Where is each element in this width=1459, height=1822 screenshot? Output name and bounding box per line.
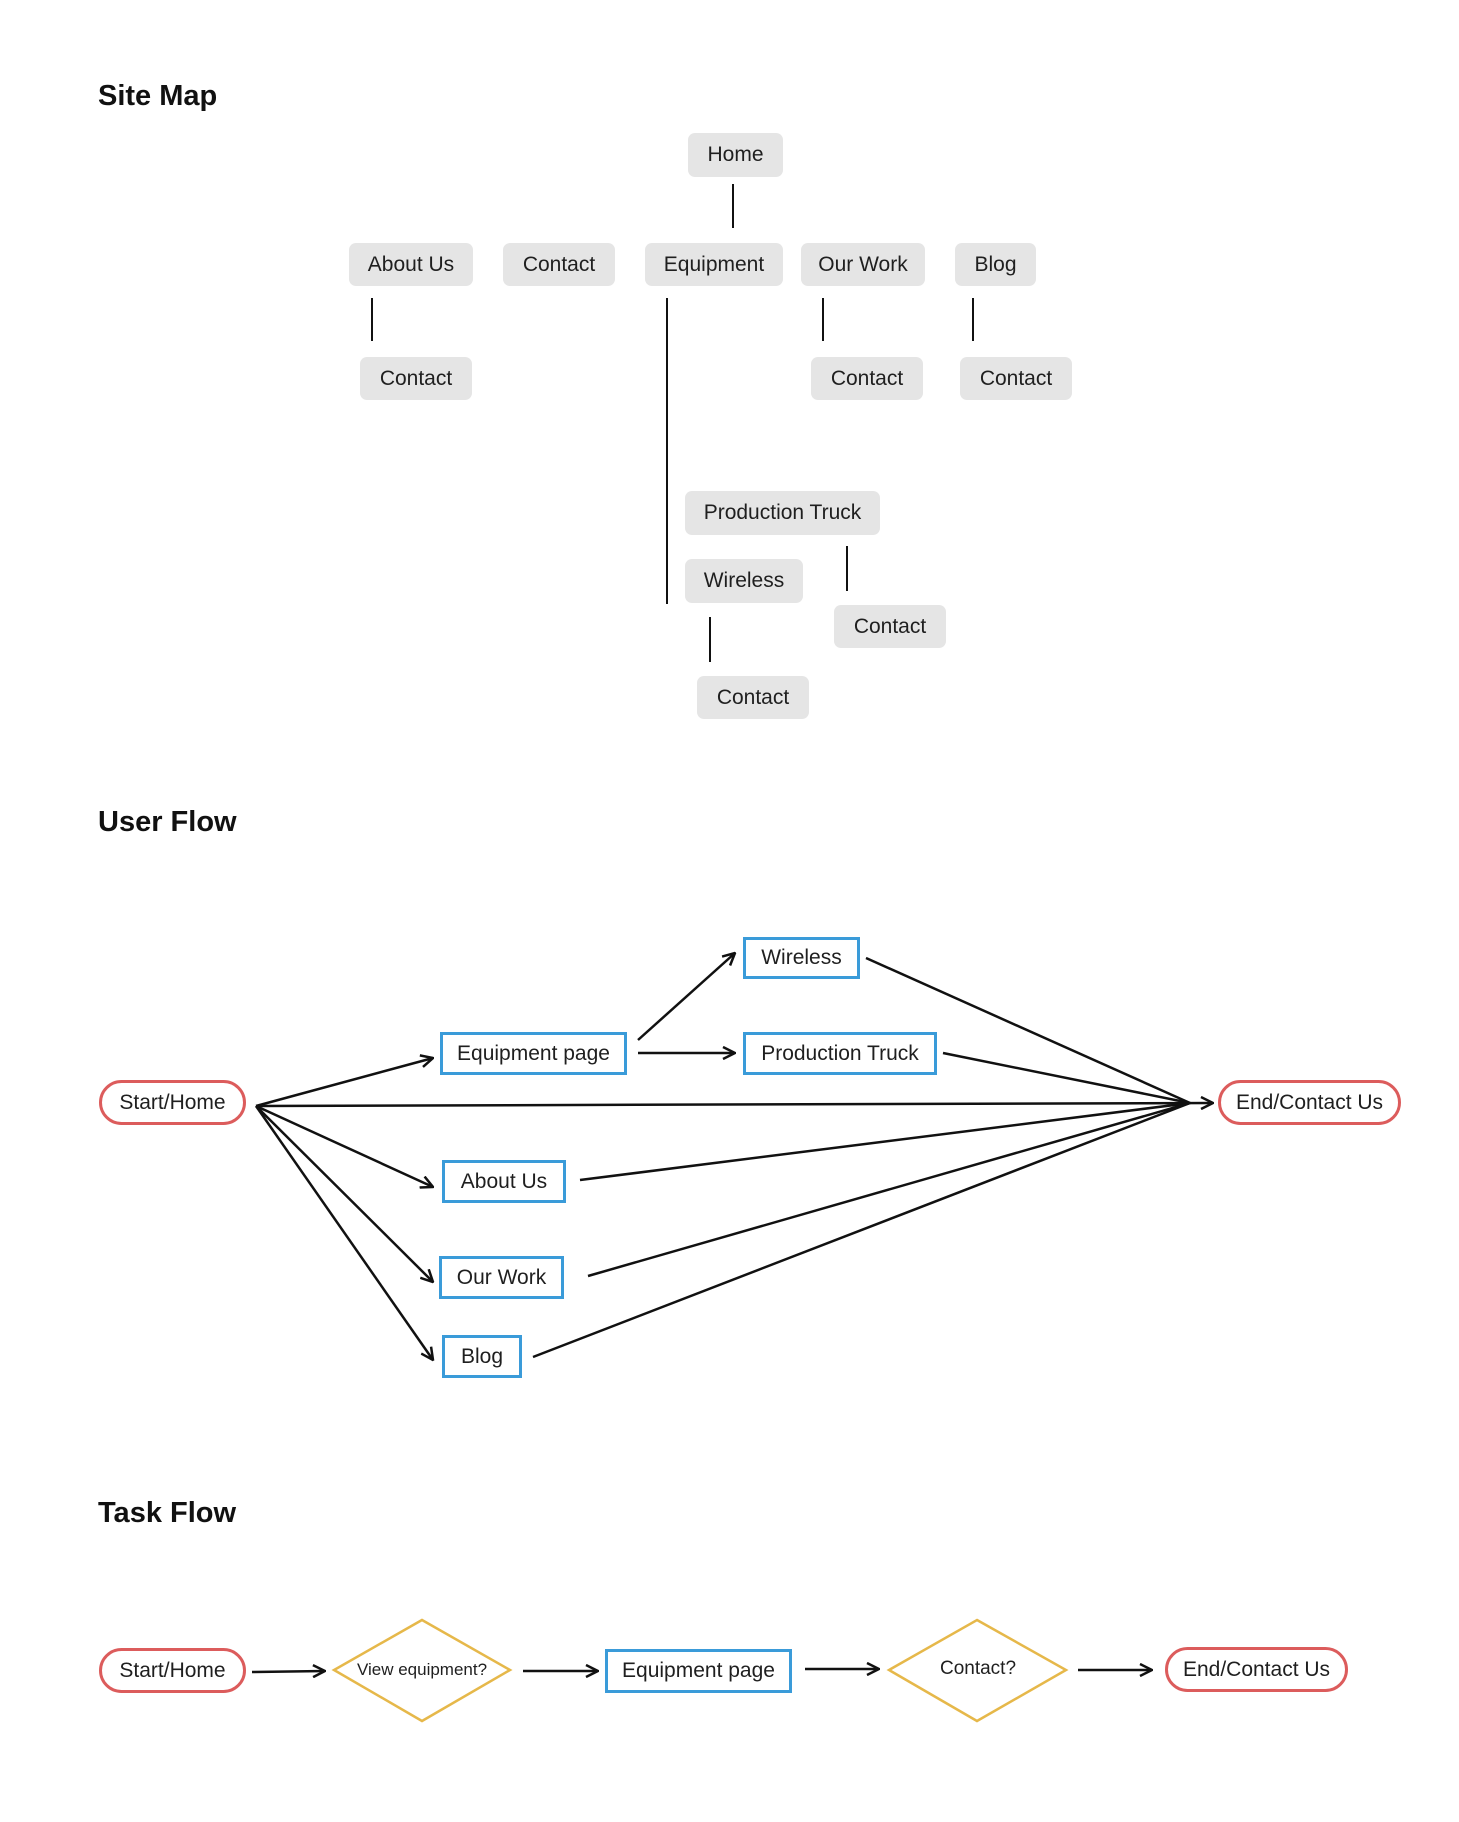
userflow-about-us: About Us <box>442 1160 566 1203</box>
taskflow-start: Start/Home <box>99 1648 246 1693</box>
sitemap-node-contact: Contact <box>503 243 615 286</box>
taskflow-title: Task Flow <box>98 1497 237 1529</box>
sitemap-node-truck-contact: Contact <box>834 605 946 648</box>
arrow-start-to-equipment <box>255 1058 433 1108</box>
userflow-our-work: Our Work <box>439 1256 564 1299</box>
arrow-start-to-about <box>255 1104 433 1187</box>
sitemap-node-our-work: Our Work <box>801 243 925 286</box>
userflow-end: End/Contact Us <box>1218 1080 1401 1125</box>
taskflow-equipment-page: Equipment page <box>605 1649 792 1693</box>
arrow-equipment-to-wireless <box>637 953 735 1041</box>
line-blog-to-end <box>532 1101 1191 1359</box>
line-about-to-end <box>579 1101 1191 1182</box>
contact-decision-diamond <box>886 1618 1069 1723</box>
line-wireless-to-end <box>865 956 1191 1105</box>
sitemap-node-production-truck: Production Truck <box>685 491 880 535</box>
sitemap-node-wireless-contact: Contact <box>697 676 809 719</box>
view-equipment-diamond <box>331 1618 513 1723</box>
line-truck-to-end <box>942 1051 1191 1105</box>
sitemap-title: Site Map <box>98 80 218 112</box>
sitemap-node-wireless: Wireless <box>685 559 803 603</box>
userflow-equipment-page: Equipment page <box>440 1032 627 1075</box>
userflow-start: Start/Home <box>99 1080 246 1125</box>
userflow-wireless: Wireless <box>743 937 860 979</box>
arrow-start-to-end <box>255 1103 1213 1106</box>
arrow-start-to-blog <box>254 1105 433 1360</box>
taskflow-view-equipment-label: View equipment? <box>356 1660 488 1679</box>
sitemap-node-equipment: Equipment <box>645 243 783 286</box>
arrow-start-to-ourwork <box>255 1105 433 1282</box>
sitemap-node-blog-contact: Contact <box>960 357 1072 400</box>
line-ourwork-to-end <box>587 1101 1191 1278</box>
sitemap-node-home: Home <box>688 133 783 177</box>
arrow-start-to-view-equipment <box>251 1671 325 1672</box>
sitemap-node-about-us: About Us <box>349 243 473 286</box>
userflow-production-truck: Production Truck <box>743 1032 937 1075</box>
sitemap-node-blog: Blog <box>955 243 1036 286</box>
sitemap-node-about-contact: Contact <box>360 357 472 400</box>
taskflow-contact-label: Contact? <box>939 1658 1017 1679</box>
taskflow-end: End/Contact Us <box>1165 1647 1348 1692</box>
userflow-title: User Flow <box>98 806 237 838</box>
sitemap-node-ourwork-contact: Contact <box>811 357 923 400</box>
userflow-blog: Blog <box>442 1335 522 1378</box>
